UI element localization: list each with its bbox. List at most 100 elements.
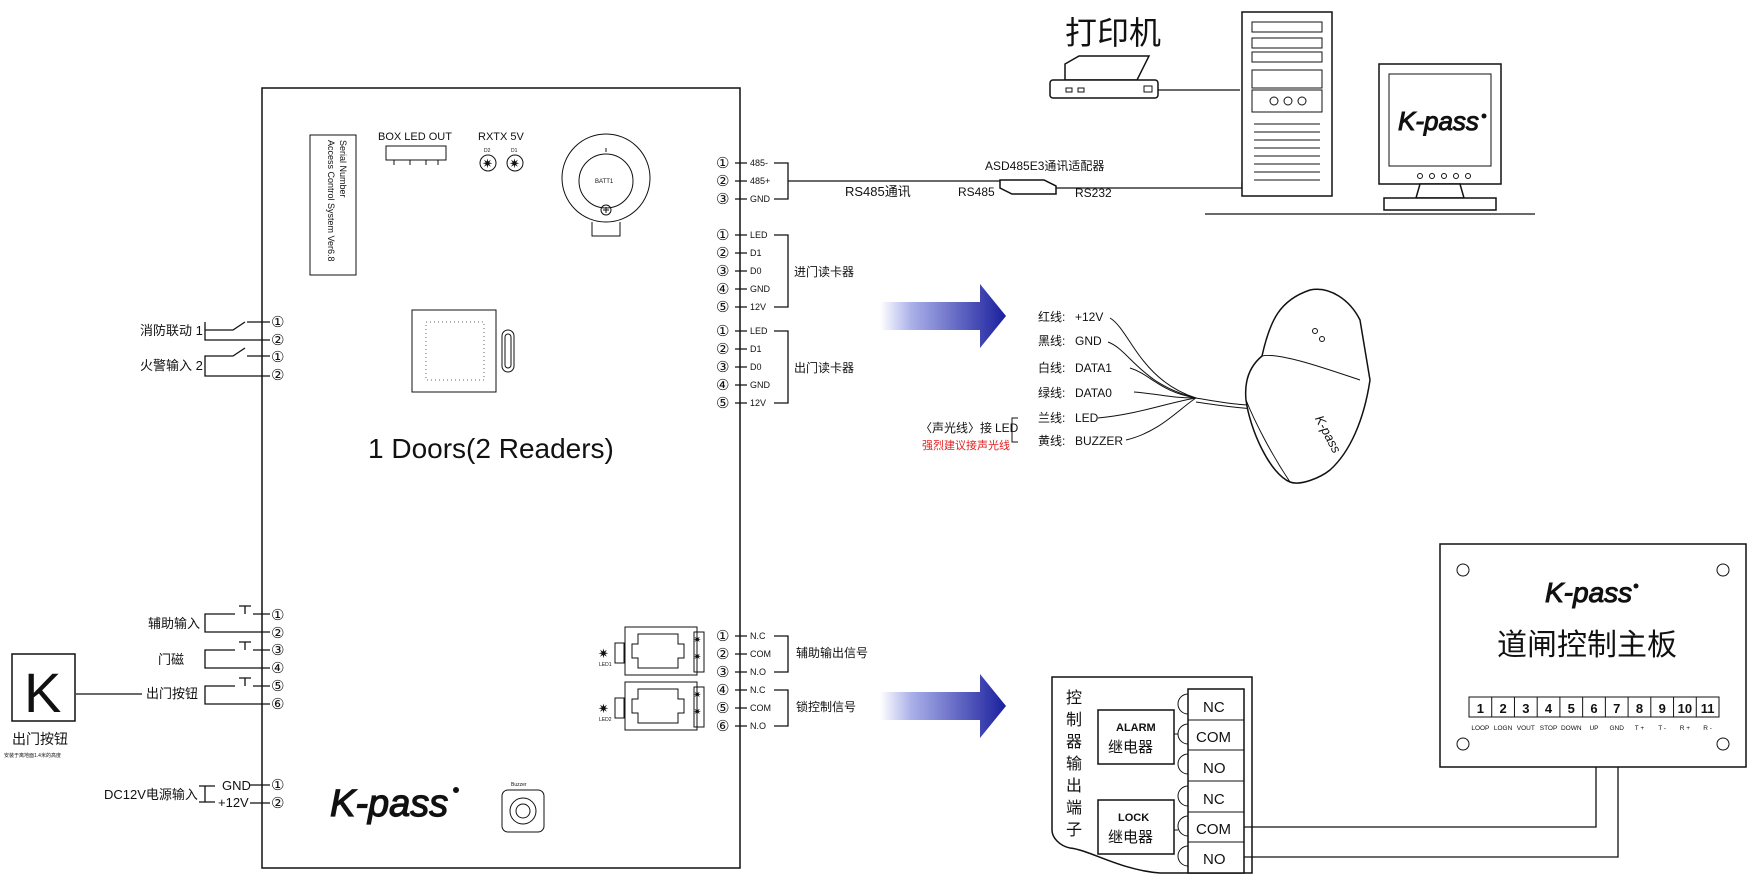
exit-button-glyph: K xyxy=(24,661,61,724)
exit-reader-pin1-label: LED xyxy=(750,326,768,336)
led-d2-label: D2 xyxy=(484,148,491,154)
exit-reader-pin2-label: D1 xyxy=(750,344,762,354)
gate-terminal-label: LOOP xyxy=(1471,725,1489,732)
buzzer-icon: Buzzer xyxy=(501,782,545,833)
gate-terminal-number: 9 xyxy=(1659,701,1666,716)
power-pin2: ② xyxy=(271,795,284,812)
lock-out-pin6: ⑥ xyxy=(716,718,729,735)
lock-out-com: COM xyxy=(750,703,771,713)
relay-aux-led-bottom: ✷ xyxy=(693,652,701,663)
exit-reader-pin5-label: 12V xyxy=(750,398,766,408)
rs485-adapter: ASD485E3通讯适配器 RS485 RS232 xyxy=(958,159,1243,200)
entry-reader-pin3: ③ xyxy=(716,263,729,280)
aux-input-pin2: ② xyxy=(271,625,284,642)
exit-button-device: K 出门按钮 安装于离地面1.4米的高度 xyxy=(4,653,76,759)
reader-note-led: LED xyxy=(995,421,1019,435)
fire-alarm-label: 火警输入 2 xyxy=(140,358,203,373)
power-label: DC12V电源输入 xyxy=(104,787,198,802)
gate-board-title: 道闸控制主板 xyxy=(1497,629,1677,662)
exit-button-note: 安装于离地面1.4米的高度 xyxy=(4,752,61,759)
relay-aux: ✷ ✷ ✷ LED1 xyxy=(598,626,705,676)
lock-out-nc: N.C xyxy=(750,685,766,695)
reader-note-prefix: 〈声光线〉接 xyxy=(920,420,992,435)
wire-red-signal: +12V xyxy=(1075,310,1103,324)
exit-button-label: 出门按钮 xyxy=(12,731,68,747)
ctrl-terminal-no-1: NO xyxy=(1203,760,1226,777)
wire-green-color: 绿线: xyxy=(1038,385,1065,400)
alarm-relay-name: ALARM xyxy=(1116,722,1156,734)
power-12v-label: +12V xyxy=(218,795,249,810)
adapter-label: ASD485E3通讯适配器 xyxy=(985,159,1104,173)
alarm-relay-cn: 继电器 xyxy=(1108,739,1153,756)
rs485-terminals: ① 485- ② 485+ ③ GND RS485通讯 xyxy=(716,155,1000,208)
exit-button-pin6: ⑥ xyxy=(271,696,284,713)
aux-input-label: 辅助输入 xyxy=(148,616,200,631)
gate-terminal-label: GND xyxy=(1610,725,1625,732)
gate-terminal-number: 7 xyxy=(1613,701,1620,716)
gate-terminal-number: 6 xyxy=(1590,701,1597,716)
controller-title: 1 Doors(2 Readers) xyxy=(368,433,614,464)
lock-output-label: 锁控制信号 xyxy=(796,699,856,714)
ctrl-title-char-3: 器 xyxy=(1066,733,1082,751)
aux-out-no: N.O xyxy=(750,667,766,677)
door-sensor-pin4: ④ xyxy=(271,660,284,677)
rs485-pin1-label: 485- xyxy=(750,158,768,168)
gate-terminal-number: 2 xyxy=(1499,701,1506,716)
relay-lock-led-icon: ✷ xyxy=(598,701,609,716)
rs485-bus-label: RS485通讯 xyxy=(845,184,911,199)
reader-note-advice: 强烈建议接声光线 xyxy=(922,438,1010,452)
relay-lock: ✷ ✷ ✷ LED2 xyxy=(598,681,705,731)
rs485-pin3: ③ xyxy=(716,191,729,208)
wire-blue-signal: LED xyxy=(1075,411,1099,425)
exit-button-pin5: ⑤ xyxy=(271,678,284,695)
arrow-to-reader-icon xyxy=(880,284,1006,348)
lock-relay-name: LOCK xyxy=(1118,812,1149,824)
printer: 打印机 xyxy=(1049,14,1240,99)
fire-inputs: 消防联动 1 ① ② 火警输入 2 ① ② xyxy=(140,314,284,384)
entry-reader-pin1: ① xyxy=(716,227,729,244)
rs485-pin2: ② xyxy=(716,173,729,190)
ctrl-terminal-nc-2: NC xyxy=(1203,791,1225,808)
ctrl-title-char-5: 出 xyxy=(1066,777,1082,795)
power-gnd-label: GND xyxy=(222,778,251,793)
ctrl-terminal-no-2: NO xyxy=(1203,851,1226,868)
gate-control-board: K-pass 道闸控制主板 xyxy=(1439,543,1747,768)
led-d1-icon xyxy=(506,154,524,172)
serial-number-label: Serial Number xyxy=(338,140,348,198)
exit-reader-pin5: ⑤ xyxy=(716,395,729,412)
aux-out-nc: N.C xyxy=(750,631,766,641)
gate-terminal-label: R - xyxy=(1703,725,1712,732)
exit-reader-pin4-label: GND xyxy=(750,380,771,390)
lock-out-pin4: ④ xyxy=(716,682,729,699)
aux-out-pin2: ② xyxy=(716,646,729,663)
gate-terminal-number: 11 xyxy=(1701,701,1715,716)
fire-link-pin1: ① xyxy=(271,314,284,331)
rxtx-label: RXTX 5V xyxy=(478,131,525,143)
box-led-out-connector xyxy=(385,145,447,161)
firmware-version-label: Access Control System Ver6.8 xyxy=(326,140,336,262)
entry-reader-pin4: ④ xyxy=(716,281,729,298)
reader-wiring: 红线: +12V 黑线: GND 白线: DATA1 绿线: DATA0 兰线:… xyxy=(920,309,1279,452)
control-output-module: 控 制 器 输 出 端 子 ALARM 继电器 LOCK 继电器 NC COM … xyxy=(1051,676,1619,874)
entry-reader-pin5-label: 12V xyxy=(750,302,766,312)
led-d1-symbol: ✷ xyxy=(509,156,520,171)
ctrl-title-char-6: 端 xyxy=(1066,799,1082,817)
mcu-chip xyxy=(411,309,497,393)
wire-white-color: 白线: xyxy=(1038,360,1065,375)
crystal-oscillator xyxy=(501,329,515,373)
ctrl-title-char-2: 制 xyxy=(1066,711,1082,729)
wire-yellow-color: 黄线: xyxy=(1038,434,1065,448)
battery-icon: BATT1 xyxy=(561,133,651,237)
printer-label: 打印机 xyxy=(1065,14,1161,52)
led-d2-symbol: ✷ xyxy=(482,156,493,171)
exit-reader-label: 出门读卡器 xyxy=(794,360,854,375)
wire-black-signal: GND xyxy=(1075,334,1102,348)
wire-red-color: 红线: xyxy=(1038,309,1065,324)
gate-terminal-label: R + xyxy=(1680,725,1691,732)
exit-reader-pin3: ③ xyxy=(716,359,729,376)
aux-out-com: COM xyxy=(750,649,771,659)
ctrl-title-char-7: 子 xyxy=(1066,821,1082,839)
relay-lock-led-top: ✷ xyxy=(693,690,701,701)
computer-tower xyxy=(1205,11,1535,215)
